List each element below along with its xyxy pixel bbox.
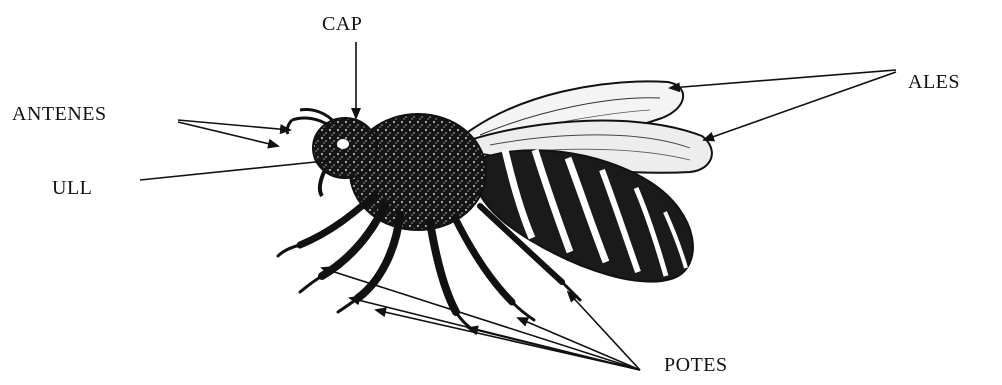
label-ull: ULL [52, 178, 92, 198]
antenes-arrow-1 [178, 120, 290, 130]
label-potes: POTES [664, 355, 728, 375]
potes-arrow-4 [468, 328, 640, 370]
ales-arrow-1 [670, 70, 896, 88]
label-antenes: ANTENES [12, 104, 107, 124]
eye-spot [337, 139, 349, 149]
ull-line [140, 160, 335, 180]
label-ales: ALES [908, 72, 960, 92]
label-cap: CAP [322, 14, 362, 34]
antenes-arrow-2 [178, 122, 278, 146]
